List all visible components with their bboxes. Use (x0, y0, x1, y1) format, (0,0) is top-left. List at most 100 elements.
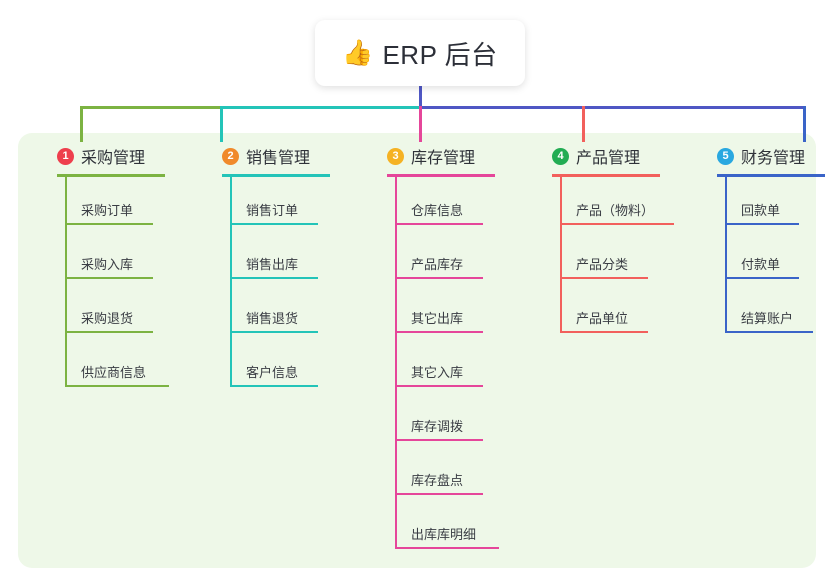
connector-drop-5 (803, 106, 806, 142)
leaf-label: 销售出库 (246, 257, 299, 272)
leaf-label: 采购退货 (81, 311, 134, 326)
leaf-node[interactable]: 产品库存 (395, 245, 483, 279)
leaf-node[interactable]: 其它入库 (395, 353, 483, 387)
leaf-node[interactable]: 库存盘点 (395, 461, 483, 495)
leaf-underline (395, 493, 483, 495)
leaf-underline (65, 223, 153, 225)
leaf-underline (560, 331, 648, 333)
leaf-label: 库存盘点 (411, 473, 464, 488)
branch-label: 财务管理 (741, 150, 806, 167)
branch-badge-2: 2 (222, 147, 239, 165)
branch-销售管理: 2 销售管理销售订单销售出库销售退货客户信息 (201, 143, 330, 387)
leaf-underline (395, 439, 483, 441)
branch-header-3[interactable]: 3 库存管理 (366, 143, 475, 169)
leaf-label: 采购入库 (81, 257, 134, 272)
leaf-label: 库存调拨 (411, 419, 464, 434)
branch-label: 销售管理 (246, 150, 311, 167)
connector-drop-2 (220, 106, 223, 142)
leaf-label: 其它入库 (411, 365, 464, 380)
leaf-label: 产品（物料） (576, 203, 655, 218)
branch-underline (57, 174, 165, 177)
branch-spine (230, 176, 232, 387)
branch-label: 采购管理 (81, 150, 146, 167)
leaf-label: 销售退货 (246, 311, 299, 326)
leaf-node[interactable]: 销售退货 (230, 299, 318, 333)
leaf-underline (395, 331, 483, 333)
leaf-underline (725, 331, 813, 333)
leaf-label: 产品单位 (576, 311, 629, 326)
leaf-label: 客户信息 (246, 365, 299, 380)
branch-header-1[interactable]: 1 采购管理 (36, 143, 145, 169)
branch-badge-3: 3 (387, 147, 404, 165)
leaf-underline (230, 277, 318, 279)
connector-drop-4 (582, 106, 585, 142)
leaf-node[interactable]: 产品单位 (560, 299, 648, 333)
leaf-label: 产品分类 (576, 257, 629, 272)
leaf-node[interactable]: 采购入库 (65, 245, 153, 279)
branch-header-4[interactable]: 4 产品管理 (531, 143, 640, 169)
leaf-node[interactable]: 客户信息 (230, 353, 318, 387)
branch-underline (717, 174, 825, 177)
branch-spine (65, 176, 67, 387)
leaf-underline (725, 277, 799, 279)
leaf-label: 销售订单 (246, 203, 299, 218)
leaf-node[interactable]: 采购订单 (65, 191, 153, 225)
leaf-underline (230, 331, 318, 333)
branch-underline (387, 174, 495, 177)
branch-badge-4: 4 (552, 147, 569, 165)
leaf-label: 产品库存 (411, 257, 464, 272)
leaf-underline (395, 547, 499, 549)
connector-hbar-1 (80, 106, 220, 109)
leaf-label: 回款单 (741, 203, 781, 218)
connector-hbar-2 (220, 106, 419, 109)
branch-header-2[interactable]: 2 销售管理 (201, 143, 310, 169)
leaf-node[interactable]: 销售出库 (230, 245, 318, 279)
leaf-node[interactable]: 产品（物料） (560, 191, 674, 225)
leaf-label: 供应商信息 (81, 365, 147, 380)
root-node-title: ERP 后台 (382, 39, 498, 70)
leaf-underline (395, 277, 483, 279)
branch-spine (395, 176, 397, 549)
leaf-underline (395, 385, 483, 387)
branch-spine (725, 176, 727, 333)
leaf-node[interactable]: 回款单 (725, 191, 799, 225)
leaf-node[interactable]: 出库库明细 (395, 515, 499, 549)
leaf-node[interactable]: 库存调拨 (395, 407, 483, 441)
leaf-node[interactable]: 付款单 (725, 245, 799, 279)
branch-underline (552, 174, 660, 177)
leaf-underline (65, 385, 169, 387)
branch-label: 产品管理 (576, 150, 641, 167)
leaf-node[interactable]: 销售订单 (230, 191, 318, 225)
leaf-underline (230, 223, 318, 225)
thumbs-up-icon: 👍 (342, 38, 374, 67)
leaf-underline (65, 277, 153, 279)
leaf-label: 出库库明细 (411, 527, 477, 542)
leaf-underline (725, 223, 799, 225)
leaf-label: 其它出库 (411, 311, 464, 326)
connector-hbar-3 (419, 106, 805, 109)
branch-产品管理: 4 产品管理产品（物料） 产品分类产品单位 (531, 143, 674, 333)
leaf-node[interactable]: 结算账户 (725, 299, 813, 333)
branch-underline (222, 174, 330, 177)
branch-label: 库存管理 (411, 150, 476, 167)
leaf-node[interactable]: 其它出库 (395, 299, 483, 333)
leaf-node[interactable]: 产品分类 (560, 245, 648, 279)
branch-spine (560, 176, 562, 333)
leaf-label: 结算账户 (741, 311, 794, 326)
branch-采购管理: 1 采购管理采购订单采购入库采购退货供应商信息 (36, 143, 169, 387)
root-stem-connector (419, 86, 422, 108)
connector-drop-1 (80, 106, 83, 142)
leaf-underline (230, 385, 318, 387)
leaf-node[interactable]: 采购退货 (65, 299, 153, 333)
leaf-node[interactable]: 仓库信息 (395, 191, 483, 225)
leaf-underline (560, 277, 648, 279)
leaf-label: 采购订单 (81, 203, 134, 218)
diagram-panel (18, 133, 816, 568)
branch-badge-1: 1 (57, 147, 74, 165)
root-node[interactable]: 👍 ERP 后台 (315, 20, 525, 86)
leaf-node[interactable]: 供应商信息 (65, 353, 169, 387)
leaf-underline (395, 223, 483, 225)
